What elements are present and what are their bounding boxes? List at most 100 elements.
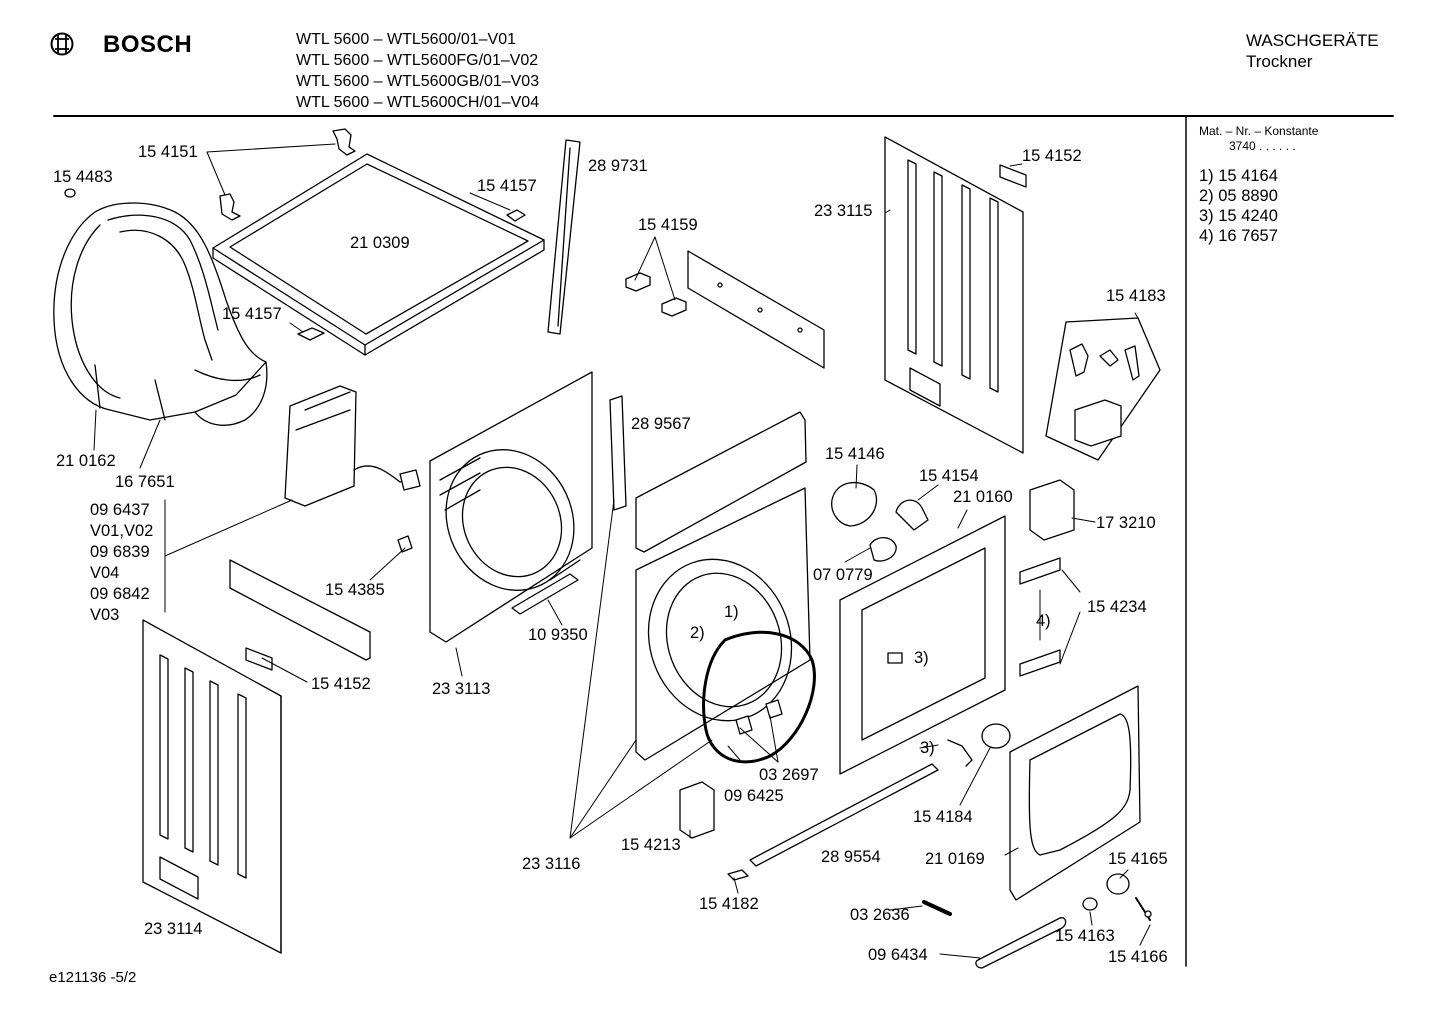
latch	[661, 297, 687, 317]
front-panel	[839, 515, 1006, 775]
part-label: 23 3116	[522, 855, 581, 873]
rear-panel	[429, 371, 593, 643]
part-label: 15 4483	[53, 168, 113, 186]
micro-switch	[679, 781, 715, 839]
part-label: 21 0162	[56, 452, 116, 470]
part-label: 10 9350	[528, 626, 588, 644]
door-assembly	[1009, 685, 1141, 901]
part-label: 09 6842	[90, 585, 150, 603]
lower-rail	[749, 763, 939, 867]
model-line: WTL 5600 – WTL5600/01–V01	[296, 31, 516, 48]
part-label: 28 9567	[631, 415, 691, 433]
part-label: 15 4152	[311, 675, 371, 693]
model-line: WTL 5600 – WTL5600CH/01–V04	[296, 94, 540, 111]
air-duct	[53, 202, 268, 426]
sidebar-item: 4) 16 7657	[1199, 227, 1278, 245]
hinge-plate	[1019, 649, 1061, 677]
top-cover-panel	[212, 153, 545, 356]
part-label: 03 2697	[759, 766, 819, 784]
part-label: 23 3115	[814, 202, 873, 220]
bracket-plate	[687, 250, 825, 369]
rail-bar	[229, 559, 371, 661]
cable-harness	[609, 395, 627, 511]
category-block: WASCHGERÄTE Trockner	[1246, 30, 1379, 72]
part-label: 21 0309	[350, 234, 410, 252]
part-label: 15 4157	[222, 305, 282, 323]
door-seal	[702, 630, 816, 764]
sidebar-item: 2) 05 8890	[1199, 187, 1278, 205]
part-label: 03 2636	[850, 906, 910, 924]
footnote-marker: 3)	[914, 649, 929, 667]
hinge-clip	[219, 193, 241, 221]
front-frame	[635, 411, 811, 761]
model-line: WTL 5600 – WTL5600FG/01–V02	[296, 52, 539, 69]
latch-block	[765, 699, 783, 719]
part-label: 15 4154	[919, 467, 979, 485]
part-label: 15 4157	[477, 177, 537, 195]
lamp-socket	[895, 499, 929, 531]
sidebar-item: 3) 15 4240	[1199, 207, 1278, 225]
footnote-marker: 4)	[1036, 612, 1051, 630]
part-label: 15 4159	[638, 216, 698, 234]
latch	[625, 272, 651, 292]
part-label: 09 6434	[868, 946, 928, 964]
footnote-marker: 2)	[690, 624, 705, 642]
part-label: 21 0169	[925, 850, 985, 868]
spacer	[297, 327, 325, 341]
leader-lines	[93, 143, 1151, 959]
part-label: 17 3210	[1096, 514, 1156, 532]
hinge-plate	[1019, 557, 1061, 585]
lamp-cover	[831, 481, 878, 527]
knob	[981, 723, 1011, 749]
part-label: 15 4152	[1022, 147, 1082, 165]
left-side-panel	[142, 619, 282, 954]
category-title: WASCHGERÄTE	[1246, 31, 1379, 50]
part-label: V01,V02	[90, 522, 154, 540]
spacer	[506, 209, 526, 222]
part-label: 16 7651	[115, 473, 175, 491]
subcategory-title: Trockner	[1246, 52, 1313, 71]
model-list: WTL 5600 – WTL5600/01–V01 WTL 5600 – WTL…	[296, 29, 539, 113]
part-label: 28 9731	[588, 157, 648, 175]
part-label: 15 4163	[1055, 927, 1115, 945]
sidebar-list: 1) 15 4164 2) 05 8890 3) 15 4240 4) 16 7…	[1199, 166, 1278, 246]
sidebar-item: 1) 15 4164	[1199, 167, 1278, 185]
knob-cap	[1106, 873, 1130, 895]
electronic-module	[284, 385, 421, 507]
right-side-panel	[884, 136, 1024, 454]
foot	[1082, 897, 1098, 911]
drive-belt	[975, 917, 1067, 969]
door-hinge	[1029, 479, 1075, 541]
clip	[397, 535, 413, 553]
part-label: 28 9554	[821, 848, 881, 866]
brand-name: BOSCH	[103, 31, 193, 58]
drawing-code: e121136 -5/2	[49, 969, 137, 986]
seal-strip	[511, 573, 579, 615]
screw	[922, 900, 952, 916]
spring-link	[947, 739, 973, 767]
part-label: 09 6425	[724, 787, 784, 805]
part-label: 15 4146	[825, 445, 885, 463]
spacer	[245, 647, 273, 671]
screw	[64, 188, 76, 198]
part-label: 15 4182	[699, 895, 759, 913]
part-label: 15 4213	[621, 836, 681, 854]
part-label: 15 4183	[1106, 287, 1166, 305]
part-label: 21 0160	[953, 488, 1013, 506]
part-label: 15 4385	[325, 581, 385, 599]
part-label: 15 4151	[138, 143, 198, 161]
rail-strip	[547, 139, 581, 335]
part-label: 15 4165	[1108, 850, 1168, 868]
pin-head	[1144, 910, 1152, 918]
part-label: 23 3114	[144, 920, 203, 938]
footnote-marker: 3)	[920, 739, 935, 757]
model-line: WTL 5600 – WTL5600GB/01–V03	[296, 73, 540, 90]
part-label: 15 4234	[1087, 598, 1147, 616]
part-label: 09 6839	[90, 543, 150, 561]
part-label: 07 0779	[813, 566, 873, 584]
part-label: 15 4166	[1108, 948, 1168, 966]
footnote-marker: 1)	[724, 603, 739, 621]
spacer	[999, 164, 1027, 188]
part-label: 09 6437	[90, 501, 150, 519]
